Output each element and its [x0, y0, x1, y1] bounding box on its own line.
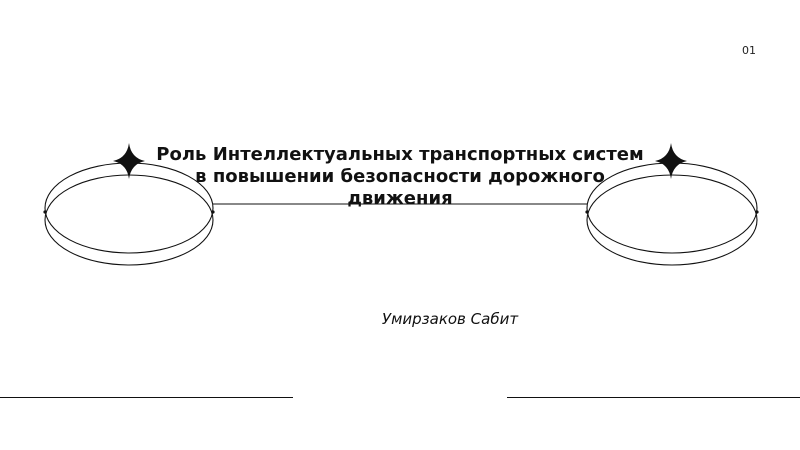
four-point-star-icon: [655, 143, 687, 179]
four-point-star-icon: [113, 143, 145, 179]
footer-divider-left: [0, 397, 293, 398]
slide-title: Роль Интеллектуальных транспортных систе…: [140, 144, 660, 210]
author-name: Умирзаков Сабит: [381, 310, 519, 328]
page-number: 01: [742, 44, 756, 57]
title-line: движения: [347, 188, 453, 209]
title-line: в повышении безопасности дорожного: [195, 166, 605, 187]
title-line: Роль Интеллектуальных транспортных систе…: [156, 144, 644, 165]
footer-divider-right: [507, 397, 800, 398]
